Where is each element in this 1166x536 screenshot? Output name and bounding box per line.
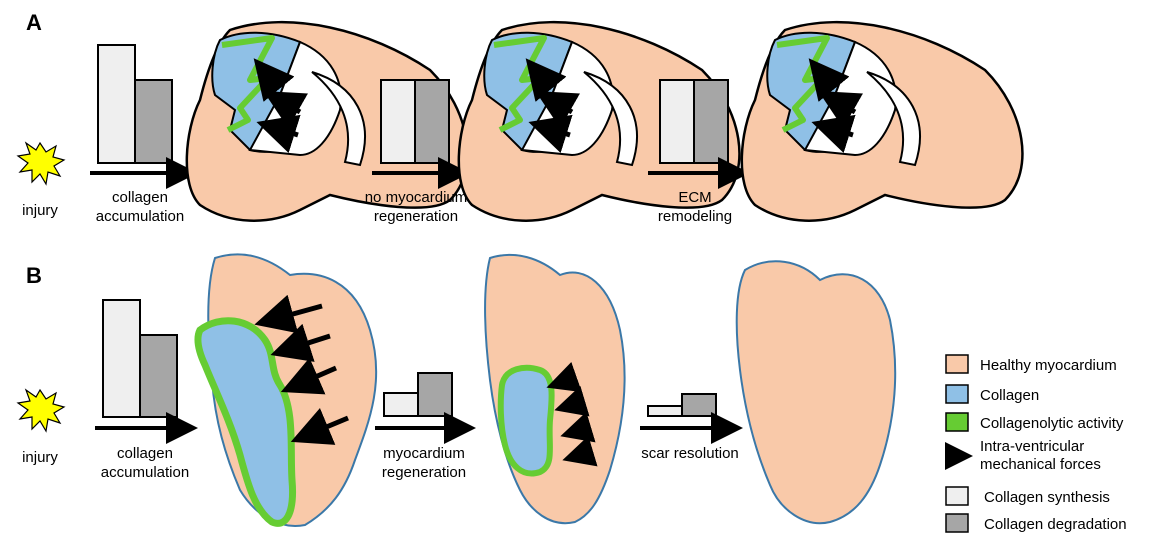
legend-swatch-collagen [946,385,968,403]
legend-label-forces-line1: Intra-ventricular [980,438,1084,455]
step-label-line1: ECM [678,189,711,206]
legend-label-healthy: Healthy myocardium [980,357,1117,374]
step-label-line2: regeneration [382,464,466,481]
collagen-scar [501,368,552,474]
collagen-synthesis-bar [98,45,135,163]
panel-b-letter: B [26,263,42,288]
legend-swatch-synthesis [946,487,968,505]
step-label-line1: no myocardium [365,189,468,206]
myocardium-tissue [737,261,895,523]
injury-burst-icon [18,143,64,184]
legend-label-degradation: Collagen degradation [984,516,1127,533]
collagen-degradation-bar [418,373,452,416]
legend-label-collagen: Collagen [980,387,1039,404]
collagen-synthesis-bar [381,80,415,163]
legend-swatch-degradation [946,514,968,532]
step-label-line2: remodeling [658,208,732,225]
injury-burst-icon [18,390,64,431]
injury-label: injury [22,202,58,219]
collagen-degradation-bar [415,80,449,163]
legend-label-forces-line2: mechanical forces [980,456,1101,473]
step-label-line1: collagen [117,445,173,462]
step-label-line2: accumulation [101,464,189,481]
step-label-line1: scar resolution [641,445,739,462]
collagen-synthesis-bar [648,406,682,416]
legend-label-synthesis: Collagen synthesis [984,489,1110,506]
step-label-line2: accumulation [96,208,184,225]
collagen-degradation-bar [140,335,177,417]
step-label-line1: collagen [112,189,168,206]
collagen-synthesis-bar [103,300,140,417]
step-label-line1: myocardium [383,445,465,462]
legend-swatch-healthy [946,355,968,373]
collagen-degradation-bar [694,80,728,163]
injury-label: injury [22,449,58,466]
collagen-synthesis-bar [660,80,694,163]
collagen-degradation-bar [135,80,172,163]
collagen-synthesis-bar [384,393,418,416]
legend-swatch-collagenolytic [946,413,968,431]
collagen-degradation-bar [682,394,716,416]
heart-cross-section [742,22,1023,221]
step-label-line2: regeneration [374,208,458,225]
panel-a-letter: A [26,10,42,35]
legend-label-collagenolytic: Collagenolytic activity [980,415,1124,432]
